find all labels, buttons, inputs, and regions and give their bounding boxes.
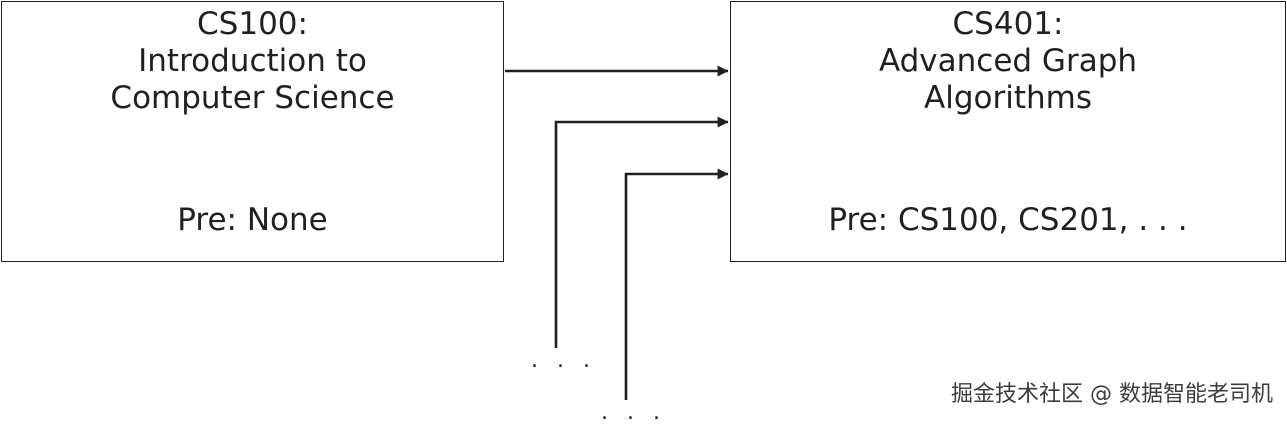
node-cs100-title: CS100: Introduction to Computer Science <box>110 6 395 116</box>
node-cs401-prereq: Pre: CS100, CS201, . . . <box>828 202 1188 238</box>
node-cs401-title: CS401: Advanced Graph Algorithms <box>878 6 1138 116</box>
edge-elided-1-to-cs401 <box>554 116 729 348</box>
elided-node-ellipsis-1: . . . <box>531 348 596 373</box>
node-cs100: CS100: Introduction to Computer Science … <box>1 1 504 262</box>
watermark-text: 掘金技术社区 @ 数据智能老司机 <box>951 382 1273 407</box>
node-cs401: CS401: Advanced Graph Algorithms Pre: CS… <box>730 1 1286 262</box>
edge-elided-2-to-cs401 <box>624 168 729 400</box>
node-cs100-prereq: Pre: None <box>177 202 328 238</box>
elided-node-ellipsis-2: . . . <box>601 400 666 425</box>
